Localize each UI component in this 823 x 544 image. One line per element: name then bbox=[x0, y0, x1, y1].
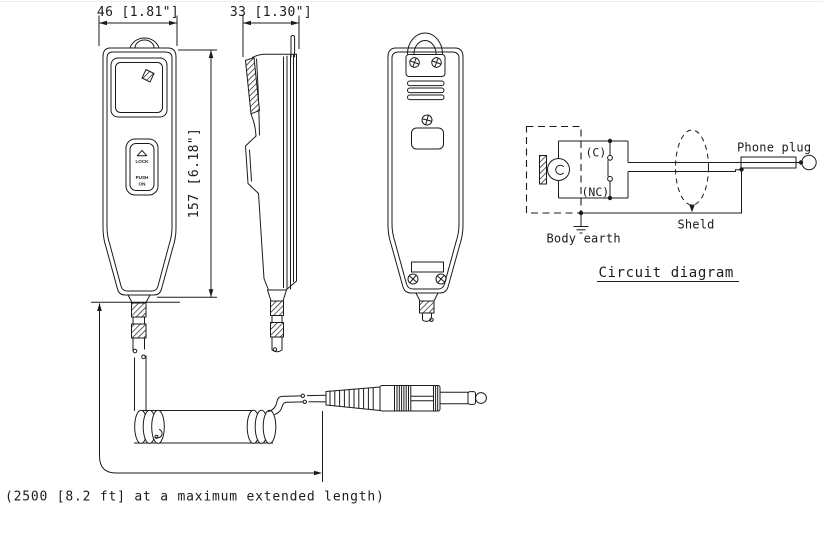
circuit-title: Circuit diagram bbox=[597, 265, 739, 282]
front-body bbox=[102, 47, 177, 296]
dim-body-height: 157 [6.18"] bbox=[157, 49, 217, 298]
back-view bbox=[387, 32, 464, 322]
dim-side-depth: 33 [1.30"] bbox=[230, 5, 312, 57]
back-center-screw-icon bbox=[421, 114, 433, 126]
coil-left-loops bbox=[134, 409, 165, 444]
front-width-dimension-label: 46 [1.81"] bbox=[97, 5, 179, 20]
shield-arrow bbox=[689, 204, 695, 213]
side-button-pad bbox=[244, 56, 261, 115]
circuit-title-label: Circuit diagram bbox=[599, 265, 734, 281]
body-height-dimension-label: 157 [6.18"] bbox=[187, 128, 202, 219]
lamp-symbol bbox=[539, 141, 570, 198]
front-indicator-diamond bbox=[141, 68, 155, 83]
on-label: ON bbox=[139, 181, 147, 186]
side-depth-dimension-label: 33 [1.30"] bbox=[230, 5, 312, 20]
plug-shaft bbox=[440, 391, 469, 405]
lock-label: LOCK bbox=[135, 159, 149, 164]
plug-tip-circle bbox=[801, 154, 817, 171]
front-cable bbox=[127, 294, 151, 411]
cable-length-note: (2500 [8.2 ft] at a maximum extended len… bbox=[5, 490, 385, 505]
speaker-vent-slots bbox=[407, 80, 445, 101]
back-bottom-screw-left-icon bbox=[407, 273, 419, 285]
front-hook bbox=[129, 37, 160, 49]
cable-to-plug bbox=[268, 393, 327, 415]
phone-plug-drawing bbox=[325, 385, 487, 412]
lock-arrow-icon bbox=[136, 149, 148, 157]
coiled-cable bbox=[134, 393, 327, 444]
ground-symbol: Body earth bbox=[547, 210, 621, 246]
lamp-mount-hatch bbox=[539, 155, 547, 185]
plug-body bbox=[379, 385, 441, 412]
side-view bbox=[244, 35, 297, 353]
side-cable bbox=[267, 289, 287, 353]
enclosure-dashed-box bbox=[525, 125, 582, 214]
back-recess bbox=[411, 127, 444, 150]
switch-symbol: (C) (NC) bbox=[582, 138, 613, 201]
back-hook bbox=[407, 32, 443, 55]
phone-plug-label: Phone plug bbox=[737, 141, 811, 155]
back-lower-slot bbox=[411, 261, 444, 273]
front-window-button bbox=[110, 57, 168, 118]
front-view: LOCK PUSH ON bbox=[102, 37, 177, 411]
shield-label: Sheld bbox=[677, 218, 714, 232]
plug-tip bbox=[467, 391, 487, 405]
body-earth-label: Body earth bbox=[547, 232, 621, 246]
side-trigger bbox=[245, 135, 259, 194]
plug-strain-relief bbox=[325, 386, 381, 411]
back-cable bbox=[415, 292, 439, 322]
front-rocker-button: LOCK PUSH ON bbox=[125, 138, 159, 196]
plug-symbol: Phone plug bbox=[737, 141, 817, 172]
circuit-wires bbox=[558, 140, 796, 214]
back-bracket bbox=[405, 54, 446, 77]
shield-symbol: Sheld bbox=[675, 129, 714, 232]
back-bottom-screw-right-icon bbox=[435, 273, 447, 285]
side-hook-fin bbox=[290, 35, 296, 58]
dim-front-width: 46 [1.81"] bbox=[97, 5, 179, 46]
side-body bbox=[250, 53, 297, 291]
contact-nc-label: (NC) bbox=[582, 185, 610, 199]
back-body bbox=[387, 47, 464, 294]
bracket-screw-right-icon bbox=[431, 57, 442, 68]
dim-cable-length: (2500 [8.2 ft] at a maximum extended len… bbox=[5, 301, 385, 505]
push-label: PUSH bbox=[136, 175, 149, 180]
contact-common-label: (C) bbox=[586, 146, 607, 160]
circuit-diagram: (C) (NC) Sheld Body earth Phone plug Cir… bbox=[525, 125, 817, 282]
coil-right-loops bbox=[246, 409, 277, 444]
bracket-screw-left-icon bbox=[409, 57, 420, 68]
